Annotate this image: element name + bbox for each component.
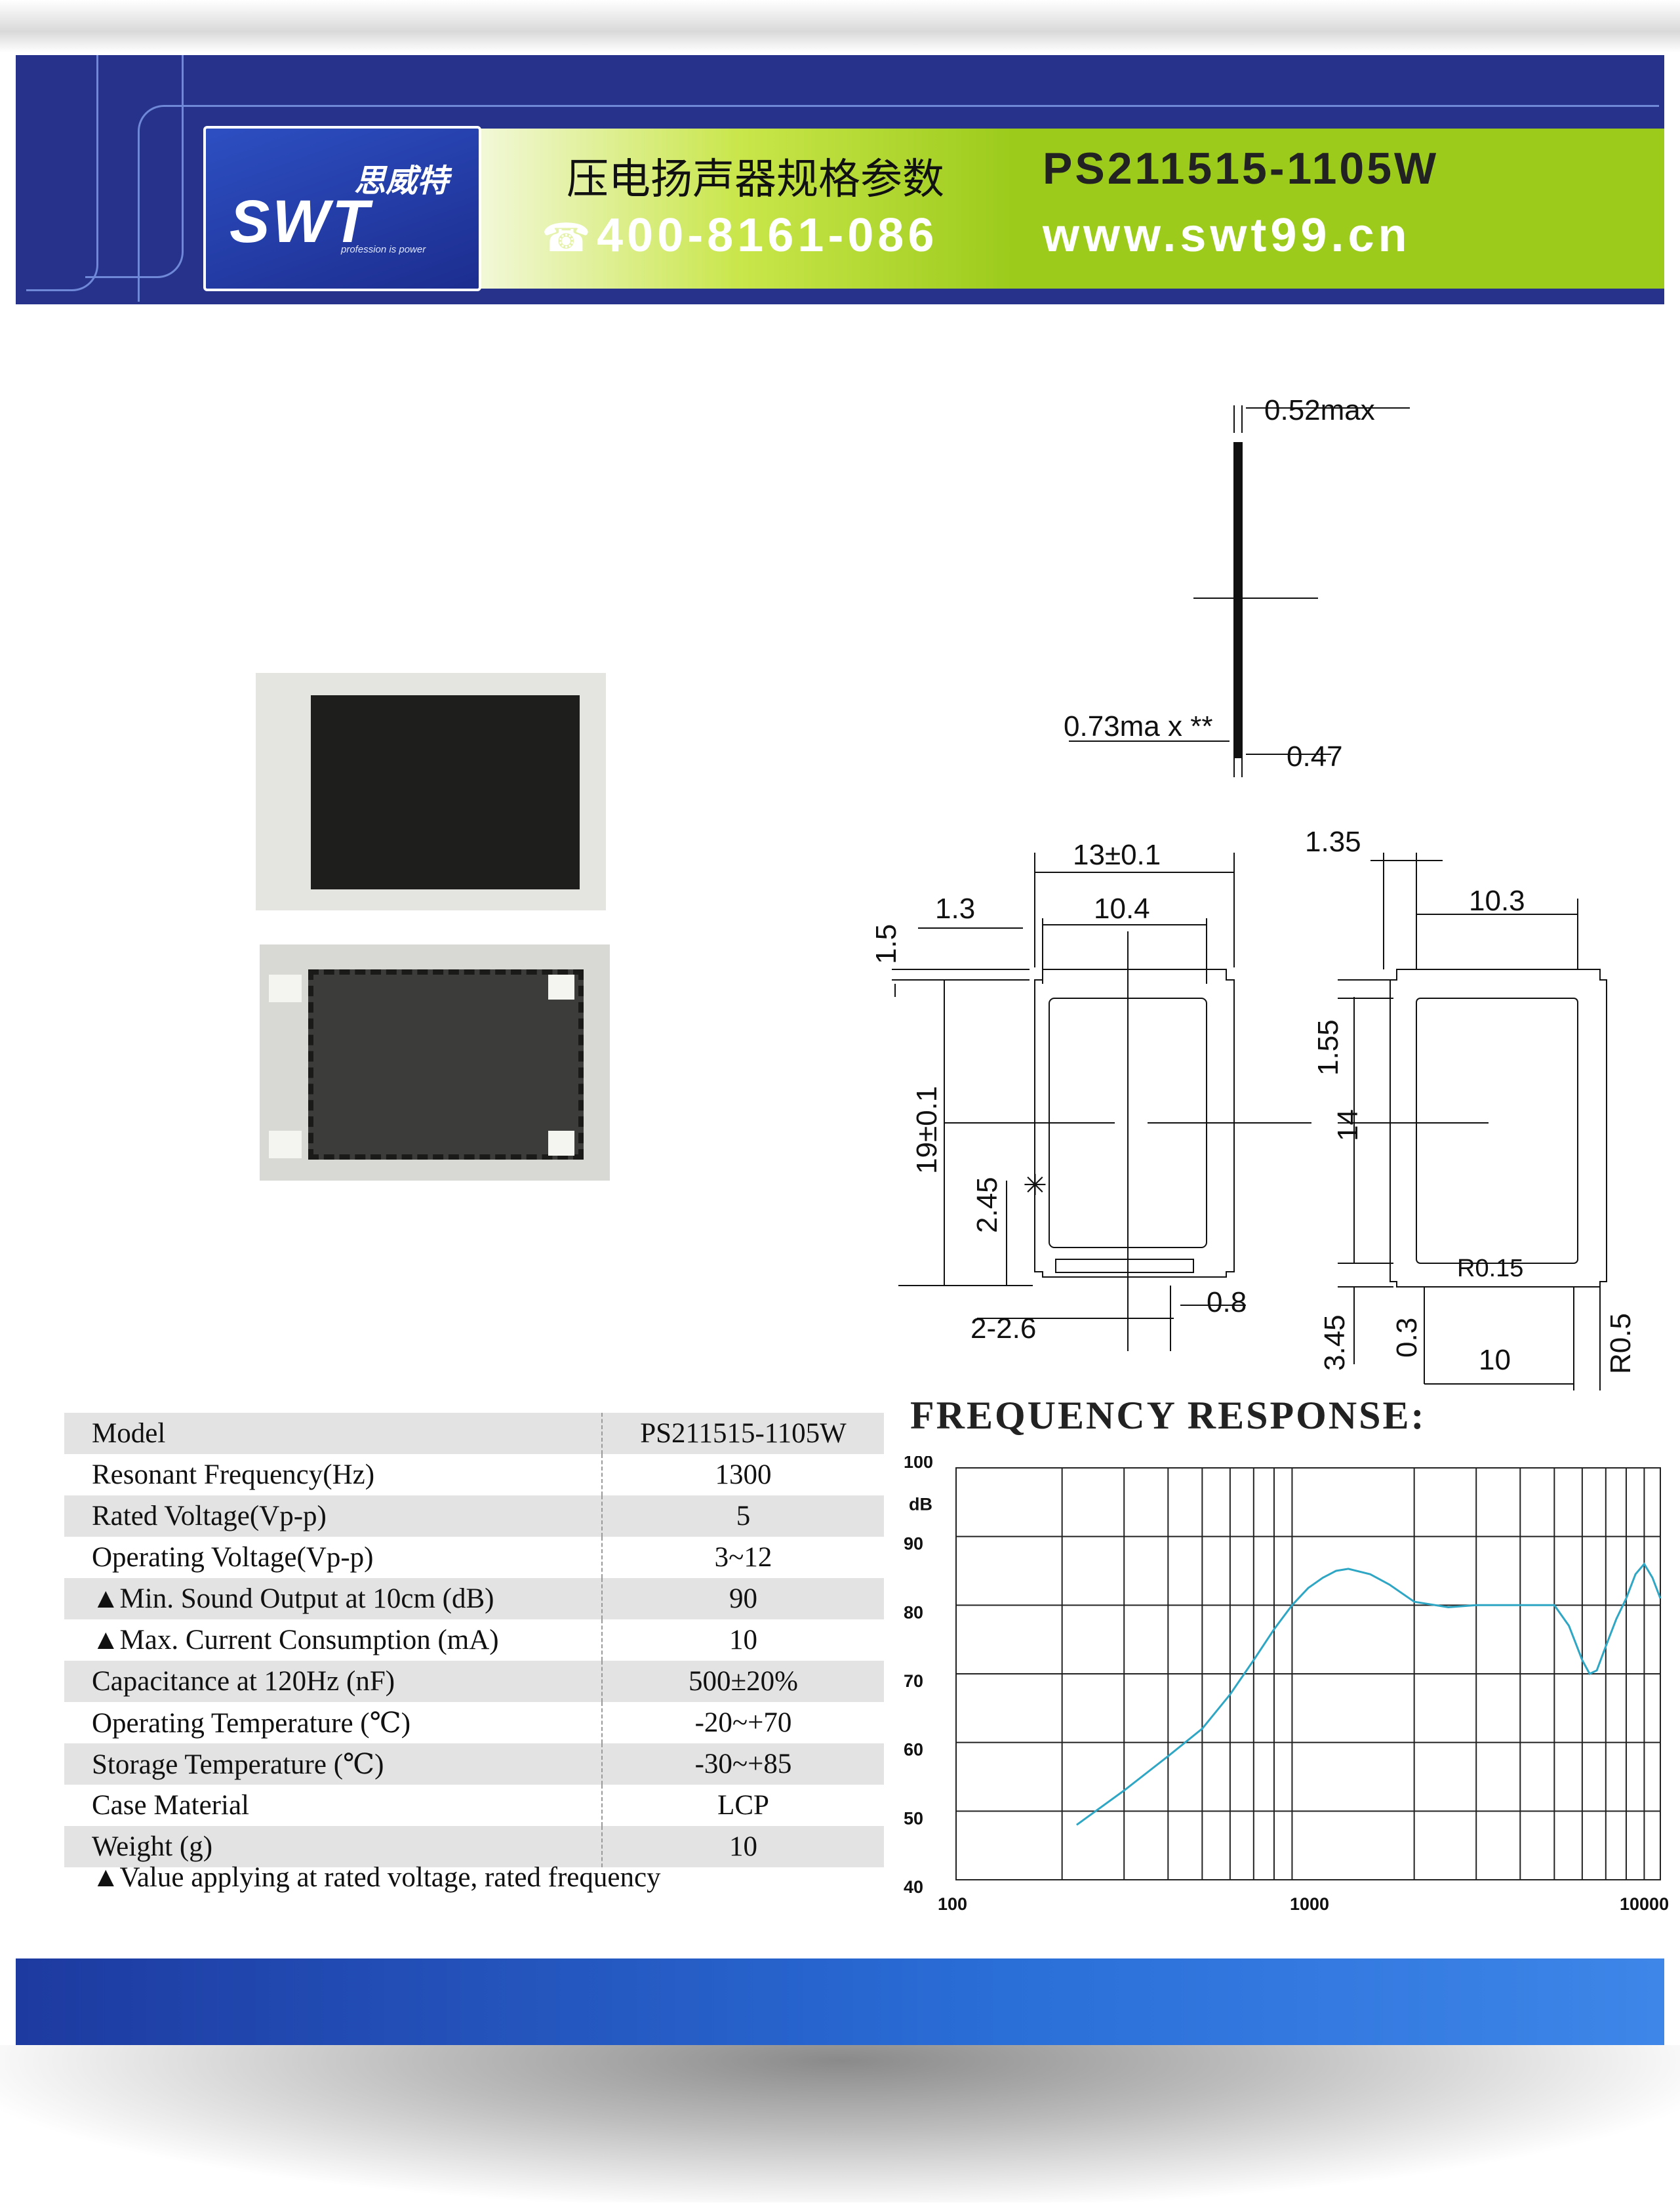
chart-y-tick-label: 60 xyxy=(904,1740,923,1760)
spec-label: Rated Voltage(Vp-p) xyxy=(64,1495,603,1537)
decor-line xyxy=(26,55,98,291)
page-bottom-shadow xyxy=(0,2045,1680,2202)
dim-height-lower: 2.45 xyxy=(971,1177,1003,1233)
spec-value: 3~12 xyxy=(714,1542,772,1573)
spec-label: Case Material xyxy=(64,1785,603,1826)
dim-thickness-max: 0.52max xyxy=(1264,394,1375,426)
dim-rear-top-margin: 1.55 xyxy=(1312,1019,1344,1076)
brand-logo xyxy=(203,126,481,291)
frequency-response-line xyxy=(1076,1562,1662,1826)
pad-br xyxy=(548,1131,574,1156)
spec-label: Capacitance at 120Hz (nF) xyxy=(64,1661,603,1702)
dim-rear-margin: 1.35 xyxy=(1305,826,1361,858)
dim-top-margin: 1.5 xyxy=(870,924,902,964)
spec-row: Weight (g)10 xyxy=(64,1826,884,1867)
brand-name-cn: 思威特 xyxy=(354,163,449,199)
spec-value: PS211515-1105W xyxy=(602,1413,884,1454)
dim-rear-height-inner: 14 xyxy=(1332,1109,1364,1141)
dim-pad: 2-2.6 xyxy=(970,1312,1036,1345)
frequency-response-chart: 100 90 80 70 60 50 40 dB 100 1000 10000 xyxy=(904,1456,1669,1914)
document-title: 压电扬声器规格参数 xyxy=(567,155,944,204)
dim-rear-radius-outer: R0.5 xyxy=(1605,1313,1637,1374)
pad-tr xyxy=(548,975,574,1000)
chart-grid xyxy=(955,1467,1661,1880)
dim-thickness-bottom: 0.47 xyxy=(1287,740,1343,773)
spec-row: Resonant Frequency(Hz) 1300 xyxy=(64,1454,884,1495)
dim-rear-radius-inner: R0.15 xyxy=(1457,1255,1523,1282)
chart-title: FREQUENCY RESPONSE: xyxy=(910,1394,1426,1437)
dim-width-outer: 13±0.1 xyxy=(1073,839,1161,871)
dimension-drawing: 0.52max 0.73ma x ** 0.47 13±0.1 10.4 1.3… xyxy=(870,394,1637,1390)
dim-offset: 1.3 xyxy=(935,893,975,925)
spec-value: 90 xyxy=(602,1578,884,1619)
dim-thickness-left: 0.73ma x ** xyxy=(1064,710,1212,742)
phone-number[interactable]: 400-8161-086 xyxy=(597,209,938,262)
dim-rear-bottom: 3.45 xyxy=(1319,1314,1351,1371)
chart-y-tick-label: 50 xyxy=(904,1808,923,1828)
dim-pad-gap: 0.8 xyxy=(1207,1286,1247,1318)
spec-note: ▲Value applying at rated voltage, rated … xyxy=(92,1862,661,1893)
product-photo-back-element xyxy=(308,969,584,1160)
spec-value: LCP xyxy=(717,1790,769,1821)
pad-tl xyxy=(269,975,302,1002)
decor-line xyxy=(85,55,184,278)
spec-label: Operating Voltage(Vp-p) xyxy=(64,1537,603,1578)
spec-value: -30~+85 xyxy=(602,1743,884,1785)
spec-row: Case Material LCP xyxy=(64,1785,884,1826)
page-top-shadow xyxy=(0,0,1680,52)
chart-y-tick-label: 80 xyxy=(904,1602,923,1622)
pad-bl xyxy=(269,1131,302,1158)
mark-asterisk: ✳ xyxy=(1023,1169,1047,1202)
spec-value: 10 xyxy=(729,1625,757,1655)
spec-row: Rated Voltage(Vp-p)5 xyxy=(64,1495,884,1537)
spec-value: 500±20% xyxy=(602,1661,884,1702)
spec-value: -20~+70 xyxy=(694,1707,792,1738)
spec-value: 10 xyxy=(602,1826,884,1867)
chart-y-tick-label: 40 xyxy=(904,1877,923,1897)
dim-rear-width-bottom: 10 xyxy=(1479,1344,1511,1376)
chart-x-tick-label: 100 xyxy=(938,1894,967,1914)
spec-label: ▲Min. Sound Output at 10cm (dB) xyxy=(64,1578,603,1619)
header-green-band xyxy=(480,129,1664,289)
dim-width-inner: 10.4 xyxy=(1094,893,1150,925)
spec-row: ▲Max. Current Consumption (mA) 10 xyxy=(64,1619,884,1661)
footer-bar xyxy=(16,1958,1664,2045)
chart-y-tick-label: 90 xyxy=(904,1534,923,1554)
spec-value: 1300 xyxy=(715,1459,772,1490)
chart-y-tick-label: 70 xyxy=(904,1671,923,1691)
spec-row: Operating Temperature (℃) -20~+70 xyxy=(64,1702,884,1743)
spec-row: Operating Voltage(Vp-p) 3~12 xyxy=(64,1537,884,1578)
dim-height-outer: 19±0.1 xyxy=(911,1086,943,1174)
chart-x-tick-label: 10000 xyxy=(1620,1894,1669,1914)
brand-name-en: SWT xyxy=(230,188,372,255)
chart-y-unit: dB xyxy=(909,1494,932,1514)
brand-tagline: profession is power xyxy=(341,244,426,255)
spec-label: Model xyxy=(64,1413,603,1454)
website-link[interactable]: www.swt99.cn xyxy=(1043,209,1411,262)
spec-value: 5 xyxy=(602,1495,884,1537)
spec-row: Storage Temperature (℃)-30~+85 xyxy=(64,1743,884,1785)
spec-label: Storage Temperature (℃) xyxy=(64,1743,603,1785)
product-photo-front-element xyxy=(311,695,580,889)
chart-y-tick-label: 100 xyxy=(904,1456,933,1472)
dim-rear-width-inner: 10.3 xyxy=(1469,885,1525,917)
chart-x-tick-label: 1000 xyxy=(1290,1894,1329,1914)
spec-row: ▲Min. Sound Output at 10cm (dB)90 xyxy=(64,1578,884,1619)
spec-label: Weight (g) xyxy=(64,1826,603,1867)
model-number: PS211515-1105W xyxy=(1043,144,1439,193)
spec-label: Operating Temperature (℃) xyxy=(64,1702,603,1743)
dim-rear-edge: 0.3 xyxy=(1391,1318,1423,1358)
spec-label: ▲Max. Current Consumption (mA) xyxy=(64,1619,603,1661)
phone-icon: ☎ xyxy=(542,215,591,261)
chart-axis-labels: 100 90 80 70 60 50 40 dB 100 1000 10000 xyxy=(904,1456,1669,1914)
spec-label: Resonant Frequency(Hz) xyxy=(64,1454,603,1495)
spec-row: Capacitance at 120Hz (nF)500±20% xyxy=(64,1661,884,1702)
decor-line xyxy=(138,105,1659,302)
